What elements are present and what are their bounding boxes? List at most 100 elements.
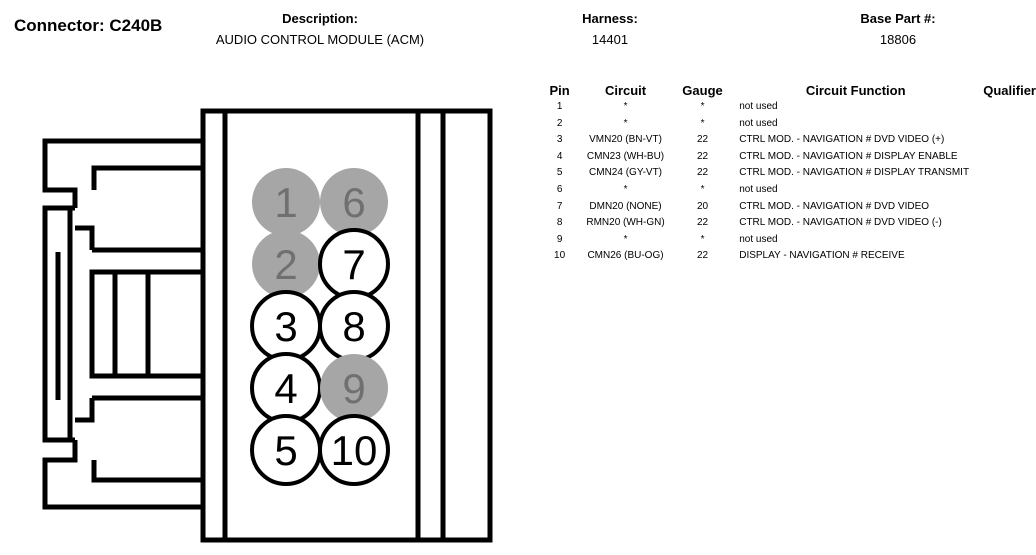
bottom-latch-inner bbox=[91, 460, 203, 483]
pin-number: 1 bbox=[274, 179, 297, 226]
pin-number: 3 bbox=[274, 303, 297, 350]
pin-6: 6 bbox=[320, 168, 388, 236]
description-value: AUDIO CONTROL MODULE (ACM) bbox=[215, 32, 425, 47]
upper-step bbox=[75, 225, 95, 250]
pin-circle bbox=[320, 354, 388, 422]
pin-cell: 7 bbox=[556, 200, 563, 212]
circuit-cell: * bbox=[623, 101, 628, 112]
col-pin-header: Pin bbox=[549, 83, 570, 98]
pin-number: 6 bbox=[342, 179, 365, 226]
gauge-cell: * bbox=[700, 233, 705, 245]
function-cell: not used bbox=[739, 183, 778, 195]
gauge-cell: * bbox=[700, 183, 705, 195]
pin-layer: 1 2 345 6 7 8 9 10 bbox=[250, 168, 390, 486]
pin-2: 2 bbox=[252, 230, 320, 298]
pin-number: 8 bbox=[342, 303, 365, 350]
connector-title: Connector: C240B bbox=[14, 16, 163, 35]
pin-circle bbox=[252, 230, 320, 298]
gauge-cell: 22 bbox=[696, 167, 709, 179]
pin-table: Pin Circuit Gauge Circuit Function Quali… bbox=[545, 82, 1036, 265]
pin-circle bbox=[252, 168, 320, 236]
col-function-header: Circuit Function bbox=[805, 83, 906, 98]
pin-cell: 10 bbox=[554, 250, 566, 262]
circuit-cell: CMN26 (BU-OG) bbox=[587, 250, 664, 262]
base-part-value: 18806 bbox=[879, 32, 917, 47]
pin-number: 9 bbox=[342, 365, 365, 412]
function-cell: CTRL MOD. - NAVIGATION # DVD VIDEO bbox=[739, 200, 930, 212]
pin-4: 4 bbox=[250, 352, 322, 424]
function-cell: not used bbox=[739, 101, 778, 112]
qualifier-cell bbox=[983, 116, 1036, 133]
pin-table-header: Pin Circuit Gauge Circuit Function Quali… bbox=[545, 82, 1036, 99]
qualifier-cell bbox=[983, 248, 1036, 265]
gauge-cell: 22 bbox=[696, 250, 709, 262]
gauge-cell: * bbox=[700, 101, 705, 112]
pin-number: 5 bbox=[274, 427, 297, 474]
pin-cell: 6 bbox=[556, 183, 563, 195]
pin-cell: 2 bbox=[556, 117, 563, 129]
lower-step bbox=[75, 398, 95, 423]
pin-cell: 5 bbox=[556, 167, 563, 179]
pin-cell: 1 bbox=[556, 101, 563, 112]
connector-housing bbox=[42, 108, 493, 543]
table-row: 2 * * not used bbox=[545, 116, 1036, 133]
pin-9: 9 bbox=[320, 354, 388, 422]
pin-cell: 9 bbox=[556, 233, 563, 245]
pin-5: 5 bbox=[250, 414, 322, 486]
qualifier-cell bbox=[983, 132, 1036, 149]
qualifier-cell bbox=[983, 149, 1036, 166]
pin-number: 10 bbox=[331, 427, 378, 474]
circuit-cell: DMN20 (NONE) bbox=[589, 200, 662, 212]
harness-label: Harness: bbox=[582, 11, 638, 26]
function-cell: CTRL MOD. - NAVIGATION # DVD VIDEO (+) bbox=[739, 134, 945, 146]
pin-3: 3 bbox=[250, 290, 322, 362]
bottom-latch-tab bbox=[42, 440, 203, 510]
col-gauge-header: Gauge bbox=[682, 83, 723, 98]
qualifier-cell bbox=[983, 99, 1036, 116]
table-row: 7 DMN20 (NONE) 20 CTRL MOD. - NAVIGATION # … bbox=[545, 199, 1036, 216]
pin-cell: 4 bbox=[556, 150, 563, 162]
table-row: 10 CMN26 (BU-OG) 22 DISPLAY - NAVIGATION # … bbox=[545, 248, 1036, 265]
top-latch-tab bbox=[42, 138, 203, 208]
circuit-cell: * bbox=[623, 183, 628, 195]
pin-circle bbox=[318, 414, 390, 486]
circuit-cell: * bbox=[623, 117, 628, 129]
pin-7: 7 bbox=[318, 228, 390, 300]
function-cell: CTRL MOD. - NAVIGATION # DISPLAY ENABLE bbox=[739, 150, 958, 162]
pin-cell: 8 bbox=[556, 217, 563, 229]
gauge-cell: 20 bbox=[696, 200, 709, 212]
qualifier-cell bbox=[983, 165, 1036, 182]
qualifier-cell bbox=[983, 215, 1036, 232]
pin-number: 2 bbox=[274, 241, 297, 288]
pin-circle bbox=[320, 168, 388, 236]
gauge-cell: * bbox=[700, 117, 705, 129]
table-row: 9**not used bbox=[545, 232, 1036, 249]
connector-face-diagram: 1 2 345 6 7 8 9 10 bbox=[42, 108, 493, 543]
table-row: 6 * * not used bbox=[545, 182, 1036, 199]
col-circuit-header: Circuit bbox=[604, 83, 647, 98]
qualifier-cell bbox=[983, 182, 1036, 199]
qualifier-cell bbox=[983, 199, 1036, 216]
pin-8: 8 bbox=[318, 290, 390, 362]
circuit-cell: CMN23 (WH-BU) bbox=[586, 150, 665, 162]
table-row: 3 VMN20 (BN-VT) 22 CTRL MOD. - NAVIGATION #… bbox=[545, 132, 1036, 149]
harness-value: 14401 bbox=[591, 32, 629, 47]
pin-number: 7 bbox=[342, 241, 365, 288]
function-cell: DISPLAY - NAVIGATION # RECEIVE bbox=[739, 250, 905, 262]
pin-10: 10 bbox=[318, 414, 390, 486]
function-cell: CTRL MOD. - NAVIGATION # DVD VIDEO (-) bbox=[739, 217, 942, 229]
gauge-cell: 22 bbox=[696, 217, 709, 229]
gauge-cell: 22 bbox=[696, 134, 709, 146]
col-qualifier-header: Qualifier bbox=[983, 83, 1036, 98]
pin-cell: 3 bbox=[556, 134, 563, 146]
table-row: 4 CMN23 (WH-BU) 22 CTRL MOD. - NAVIGATION #… bbox=[545, 149, 1036, 166]
function-cell: CTRL MOD. - NAVIGATION # DISPLAY TRANSMI… bbox=[739, 167, 970, 179]
function-cell: not used bbox=[739, 117, 778, 129]
gauge-cell: 22 bbox=[696, 150, 709, 162]
base-part-label: Base Part #: bbox=[860, 11, 936, 26]
function-cell: not used bbox=[739, 233, 778, 245]
side-body bbox=[42, 205, 75, 443]
circuit-cell: VMN20 (BN-VT) bbox=[589, 134, 662, 146]
